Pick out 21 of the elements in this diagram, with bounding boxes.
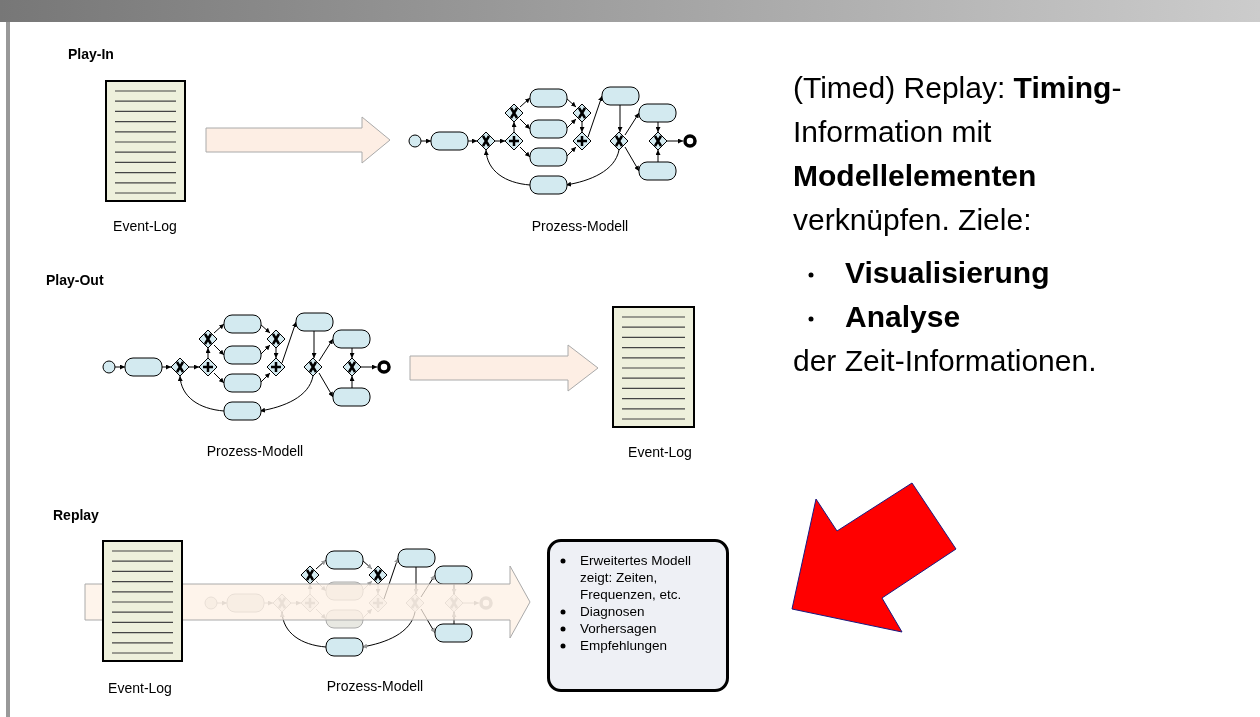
node-caption: Event-Log (628, 444, 692, 460)
list-item: Diagnosen (580, 604, 645, 619)
body-text: der Zeit-Informationen. (793, 343, 1097, 379)
node-caption: Prozess-Modell (531, 218, 629, 234)
block-arrow (205, 116, 391, 164)
bullet-text: Visualisierung (845, 255, 1050, 291)
section-heading: Play-Out (46, 271, 104, 289)
list-item: Erweitertes Modell zeigt: Zeiten, Frequenzen, etc. (580, 553, 692, 602)
bullet-text: Analyse (845, 299, 961, 335)
section-heading: Replay (53, 506, 99, 524)
node-caption: Prozess-Modell (326, 678, 424, 694)
list-item: Vorhersagen (580, 621, 657, 636)
block-arrow (84, 565, 531, 639)
node-caption: Prozess-Modell (206, 443, 304, 459)
section-heading: Play-In (68, 45, 114, 63)
node-caption: Event-Log (108, 680, 172, 696)
body-text: (Timed) Replay: Timing-Information mit Modellelementen verknüpfen. Ziele: (793, 70, 1123, 238)
block-arrow (409, 344, 599, 392)
list-item: Empfehlungen (580, 638, 668, 653)
result-box (547, 539, 729, 692)
node-caption: Event-Log (113, 218, 177, 234)
